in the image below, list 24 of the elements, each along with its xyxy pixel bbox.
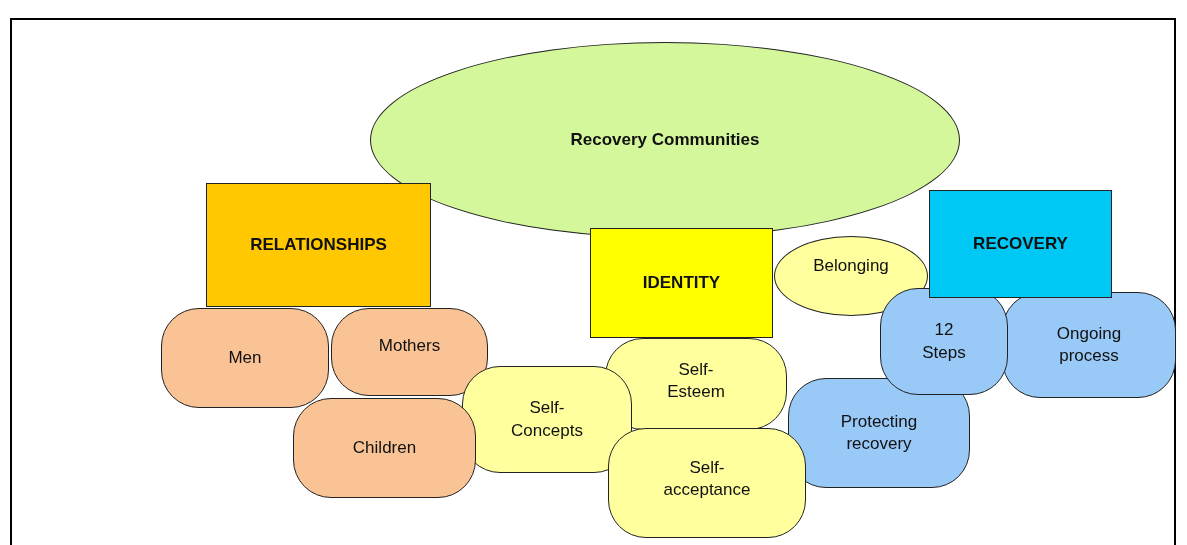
node-label: RECOVERY bbox=[973, 233, 1068, 255]
rounded-box bbox=[331, 308, 488, 396]
node-label: Recovery Communities bbox=[570, 128, 760, 151]
rounded-box bbox=[605, 338, 787, 430]
node-label: Belonging bbox=[813, 255, 889, 277]
category-box bbox=[206, 183, 431, 307]
node-label: IDENTITY bbox=[642, 271, 721, 294]
rounded-box bbox=[880, 288, 1008, 395]
node-label: Ongoing process bbox=[1055, 322, 1123, 367]
node-label: Self- Concepts bbox=[510, 397, 584, 442]
rounded-box bbox=[293, 398, 476, 498]
node-label: Mothers bbox=[378, 335, 441, 357]
rounded-box bbox=[608, 428, 806, 538]
node-label: Protecting recovery bbox=[839, 410, 919, 455]
category-box bbox=[590, 228, 773, 338]
node-label: Self- acceptance bbox=[662, 457, 752, 502]
rounded-box bbox=[161, 308, 329, 408]
node-label: Self- Esteem bbox=[666, 359, 726, 404]
node-label: 12 Steps bbox=[921, 319, 967, 364]
rounded-box bbox=[788, 378, 970, 488]
node-label: Children bbox=[352, 436, 417, 459]
node-label: RELATIONSHIPS bbox=[250, 234, 387, 256]
category-box bbox=[929, 190, 1112, 298]
node-label: Men bbox=[228, 346, 262, 369]
